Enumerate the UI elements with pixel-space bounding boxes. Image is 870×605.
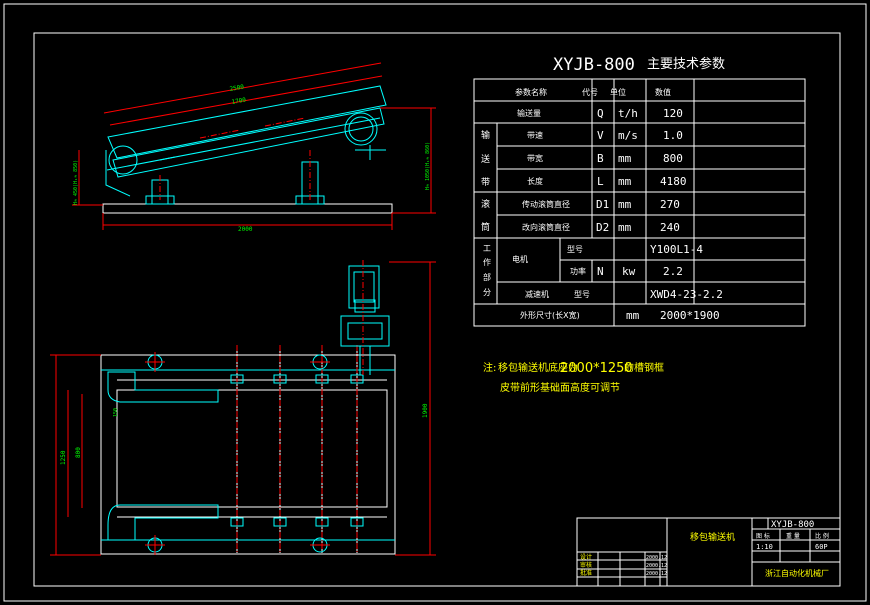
title-block-name: 移包输送机: [690, 531, 735, 543]
title-block-drawing-no: XYJB-800: [771, 520, 814, 530]
title-block-date: 2000.12: [646, 563, 667, 569]
title-block-designer: 设计: [580, 553, 592, 561]
row-name: 输送量: [517, 108, 541, 118]
row-code: B: [597, 152, 604, 165]
row-code: L: [597, 175, 604, 188]
motor-block: 工 作 部 分 电机 型号 Y100L1-4 功率 N kw 2.2 减速机 型…: [483, 243, 723, 322]
note-line1-b: 的槽钢框: [624, 361, 664, 374]
dim-plan-800: 800: [75, 447, 82, 458]
outer-frame: [3, 3, 867, 602]
row-name: 改向滚筒直径: [522, 222, 570, 232]
note-line2: 皮带前形基础面高度可调节: [500, 381, 620, 394]
overall-unit: mm: [626, 309, 640, 322]
head-pulley: [344, 112, 378, 146]
title-block-label: 图 标: [756, 532, 770, 540]
row-unit: mm: [618, 221, 632, 234]
row-value: 4180: [660, 175, 687, 188]
dim-side-left: H≈ 450(H₁≈ 850): [73, 160, 79, 205]
title-block: [576, 517, 841, 587]
reducer-label: 减速机: [525, 289, 549, 299]
reducer-value: XWD4-23-2.2: [650, 288, 723, 301]
row-name: 带宽: [527, 153, 543, 163]
title-block-company: 浙江自动化机械厂: [765, 568, 829, 578]
title-block-label: 重 量: [786, 532, 800, 540]
title-block-date: 2000.12: [646, 571, 667, 577]
row-group: 筒: [481, 221, 490, 233]
motor-power-label: 功率: [570, 266, 586, 276]
inner-frame: [33, 32, 841, 587]
row-code: D1: [596, 198, 609, 211]
motor-label: 电机: [512, 254, 528, 264]
side-elevation-view: [72, 62, 436, 230]
th-value: 数值: [655, 87, 671, 97]
title-block-approver: 批准: [580, 569, 592, 577]
motor-power-code: N: [597, 265, 604, 278]
note-prefix: 注:: [483, 361, 496, 374]
motor-power-value: 2.2: [663, 265, 683, 278]
params-table: [473, 78, 806, 327]
row-value: 270: [660, 198, 680, 211]
row-unit: t/h: [618, 107, 638, 120]
dim-side-right: H≈ 1050(H₁≈ 860): [425, 142, 431, 190]
row-value: 240: [660, 221, 680, 234]
title-block-label: 比 例: [815, 532, 829, 540]
row-name: 带速: [527, 131, 543, 140]
row-code: D2: [596, 221, 609, 234]
th-param-name: 参数名称: [515, 87, 547, 97]
row-group: 送: [481, 153, 490, 165]
th-code: 代号: [582, 87, 598, 97]
row-unit: mm: [618, 175, 632, 188]
overall-label: 外形尺寸(长X宽): [520, 310, 580, 320]
drawing-title-text: 主要技术参数: [647, 56, 725, 72]
plan-view: [50, 260, 436, 556]
row-name: 长度: [527, 176, 543, 186]
dim-base-2000: 2000: [238, 226, 253, 233]
drawing-title-model: XYJB-800: [553, 55, 635, 75]
dim-top-2500: 2500: [229, 83, 245, 92]
dim-plan-h: 150: [113, 408, 119, 417]
row-group: 带: [481, 177, 490, 188]
reducer-type-label: 型号: [574, 290, 590, 299]
motor-type-label: 型号: [567, 245, 583, 254]
motor-group-char: 作: [483, 257, 491, 267]
row-value: 800: [663, 152, 683, 165]
title-block-checker: 审核: [580, 561, 592, 569]
row-unit: m/s: [618, 129, 638, 142]
title-block-scale: 1:10: [756, 543, 773, 551]
row-group: 输: [481, 129, 490, 141]
reducer: [340, 315, 390, 347]
dim-top-1700: 1700: [231, 96, 247, 105]
motor-group-char: 分: [483, 288, 491, 297]
tail-pulley: [108, 145, 138, 175]
row-code: V: [597, 129, 604, 142]
motor-type-value: Y100L1-4: [650, 243, 703, 256]
params-rows: 输 送 带 滚 筒 输送量 Q t/h 120 带速 V m/s 1.0 带宽 …: [481, 107, 687, 234]
row-unit: mm: [618, 152, 632, 165]
note-line1-a: 移包输送机底座为: [498, 361, 578, 374]
motor-group-char: 工: [483, 244, 491, 253]
base-frame: [102, 203, 393, 214]
title-block-date: 2000.12: [646, 555, 667, 561]
plan-base-frame: [100, 354, 396, 555]
title-block-sheet: 60P: [815, 543, 828, 551]
motor-group-char: 部: [483, 272, 491, 282]
th-unit: 单位: [610, 87, 626, 97]
note-line1-dim: 2000*1250: [560, 361, 633, 376]
row-value: 1.0: [663, 129, 683, 142]
row-name: 传动滚筒直径: [522, 199, 570, 209]
row-code: Q: [597, 107, 604, 120]
motor: [348, 265, 380, 309]
dim-plan-1250: 1250: [60, 450, 67, 465]
row-unit: mm: [618, 198, 632, 211]
dim-plan-1900: 1900: [422, 403, 429, 418]
row-group: 滚: [481, 198, 490, 210]
notes: 注: 移包输送机底座为 2000*1250 的槽钢框 皮带前形基础面高度可调节: [483, 361, 664, 394]
overall-value: 2000*1900: [660, 309, 720, 322]
motor-power-unit: kw: [622, 265, 636, 278]
row-value: 120: [663, 107, 683, 120]
